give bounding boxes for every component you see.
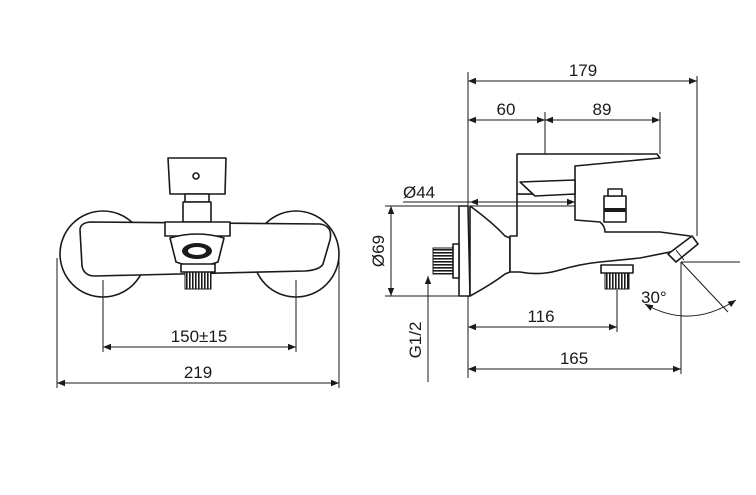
dim-89-label: 89 — [593, 100, 612, 119]
inlet-thread — [432, 247, 454, 275]
dim-116-label: 116 — [527, 307, 554, 326]
cartridge-stem — [184, 193, 210, 203]
dim-angle-label: 30° — [641, 288, 667, 307]
escutcheon-cone — [469, 205, 511, 297]
dim-165-label: 165 — [560, 349, 588, 368]
dim-60-label: 60 — [497, 100, 516, 119]
dim-d44-label: Ø44 — [403, 183, 435, 202]
dim-d69-label: Ø69 — [369, 235, 388, 267]
cartridge-housing — [164, 221, 231, 237]
spout-outlet — [667, 235, 699, 263]
dim-outer-label: 219 — [184, 363, 212, 382]
lever-handle — [167, 157, 227, 195]
lever-underside — [519, 179, 576, 197]
handle-indicator — [192, 172, 200, 180]
dim-179-label: 179 — [569, 61, 597, 80]
angle-arc — [644, 299, 737, 317]
cartridge-nut — [182, 201, 212, 223]
side-view: Ø44 Ø69 G1/2 179 60 89 116 165 30° — [369, 61, 740, 382]
dim-centers-label: 150±15 — [171, 327, 228, 346]
mixer-body-side — [509, 193, 694, 275]
dim-thread-label: G1/2 — [406, 322, 425, 359]
wall-rosette — [458, 205, 471, 297]
outlet-thread — [184, 271, 212, 290]
front-view: 150±15 219 — [56, 157, 340, 388]
bottom-outlet-thread — [604, 271, 630, 290]
